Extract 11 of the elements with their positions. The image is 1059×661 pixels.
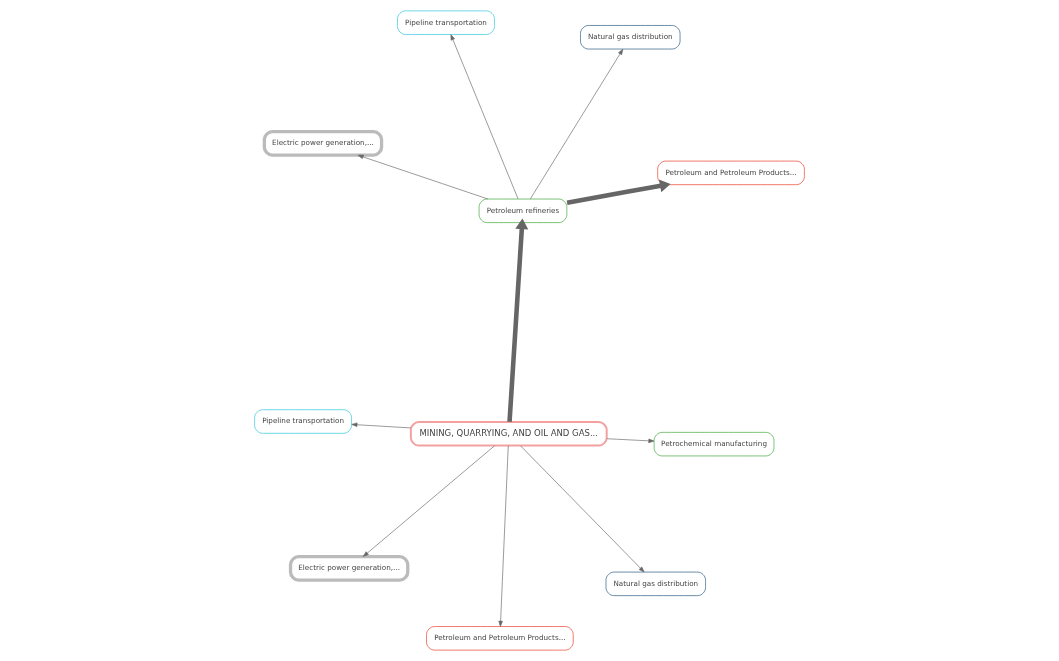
arrow: [357, 154, 489, 200]
arrow: [362, 445, 495, 557]
arrow: [498, 445, 509, 627]
arrow: [530, 48, 624, 200]
arrow: [507, 218, 529, 422]
arrow: [520, 445, 645, 573]
arrow: [566, 179, 671, 206]
arrow: [450, 34, 519, 200]
arrow: [606, 438, 655, 443]
node-box: MINING, QUARRYING, AND OIL AND GAS...: [409, 421, 608, 447]
arrow: [351, 422, 412, 429]
